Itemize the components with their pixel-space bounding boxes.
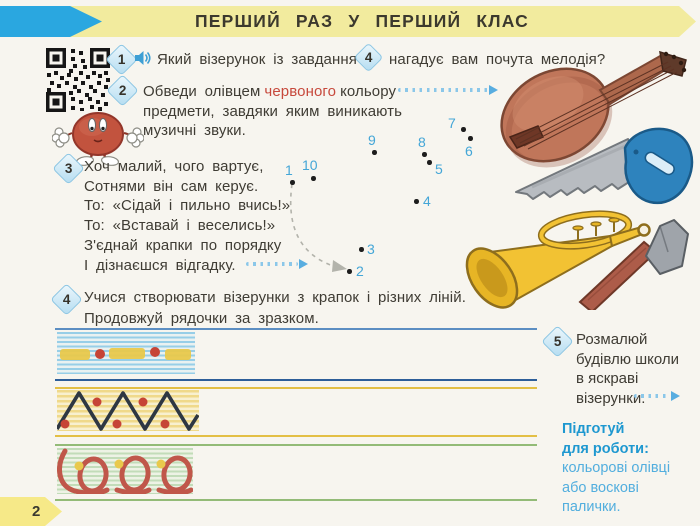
task-2-line-1-highlight: червоного: [264, 83, 337, 100]
task-4-reference-badge: 4: [353, 42, 384, 73]
pattern-row-3[interactable]: [55, 444, 537, 501]
puzzle-dot-label: 3: [367, 241, 375, 257]
instruments-illustration: [465, 50, 694, 310]
puzzle-dot-label: 7: [448, 115, 456, 131]
task-2-dotted-leader: [398, 84, 498, 96]
leader-arrow-icon: [671, 391, 680, 401]
task-1-number: 1: [117, 51, 126, 67]
puzzle-dot-label: 1: [285, 162, 293, 178]
puzzle-dot-label: 9: [368, 132, 376, 148]
puzzle-dot-label: 2: [356, 263, 364, 279]
puzzle-dot-label: 8: [418, 134, 426, 150]
puzzle-dot[interactable]: [468, 136, 473, 141]
page-title: ПЕРШИЙ РАЗ У ПЕРШИЙ КЛАС: [195, 11, 529, 31]
task-3-line-2: Сотнями він сам керує.: [84, 177, 259, 195]
speaker-icon: [135, 51, 151, 65]
hand-saw-illustration: [515, 127, 694, 205]
task-3-dotted-leader: [246, 258, 308, 270]
mascot-character: [52, 112, 144, 166]
task-3-line-3: То: «Сідай і пильно вчись!»: [84, 197, 291, 215]
prepare-heading-line-2: для роботи:: [562, 440, 649, 457]
task-2-line-1-before: Обведи олівцем: [143, 83, 261, 100]
task-5-number-badge: 5: [541, 325, 574, 358]
task-2-number: 2: [118, 82, 127, 98]
pattern-3-motif: [57, 448, 193, 494]
hammer-illustration: [578, 219, 689, 310]
puzzle-dot-label: 10: [302, 157, 318, 173]
task-5-line-4: візерунки.: [576, 389, 646, 407]
task-4-number: 4: [62, 291, 71, 307]
puzzle-dot[interactable]: [359, 247, 364, 252]
puzzle-dot[interactable]: [372, 150, 377, 155]
task-4-number-badge: 4: [50, 283, 83, 316]
puzzle-dot[interactable]: [414, 199, 419, 204]
leader-arrow-icon: [299, 259, 308, 269]
task-5-text: Розмалюй будівлю школи в яскраві візерун…: [576, 330, 679, 408]
leader-dots: [398, 88, 488, 92]
task-2-line-1-after: кольору: [340, 83, 397, 100]
qr-code-icon: [45, 47, 111, 113]
task-5-line-3: в яскраві: [576, 370, 639, 387]
leader-dots: [246, 262, 298, 266]
task-4-reference-number: 4: [364, 49, 373, 65]
puzzle-dot[interactable]: [290, 180, 295, 185]
prepare-body-line-1: кольорові олівці: [562, 460, 671, 476]
task-2-line-3: музичні звуки.: [143, 122, 246, 140]
puzzle-dot[interactable]: [422, 152, 427, 157]
task-2-line-2: предмети, завдяки яким виникають: [143, 102, 403, 120]
connect-dots-guide-line: [289, 183, 347, 272]
pattern-row-1[interactable]: [55, 328, 537, 381]
title-banner: ПЕРШИЙ РАЗ У ПЕРШИЙ КЛАС: [58, 6, 696, 37]
task-5-number: 5: [553, 333, 562, 349]
task-3-line-1: Хоч малий, чого вартує,: [84, 158, 264, 175]
trumpet-illustration: [465, 210, 651, 309]
page-number-tab: 2: [0, 497, 62, 526]
pattern-row-2[interactable]: [55, 387, 537, 437]
puzzle-dot-label: 6: [465, 143, 473, 159]
task-5-line-1: Розмалюй: [576, 331, 648, 348]
puzzle-dot[interactable]: [427, 160, 432, 165]
task-3-text: Хоч малий, чого вартує, Сотнями він сам …: [84, 157, 314, 275]
prepare-body-line-3: палички.: [562, 499, 621, 515]
task-1-text-before: Який візерунок із завдання: [157, 51, 357, 68]
leader-dots: [634, 394, 670, 398]
puzzle-dot[interactable]: [461, 127, 466, 132]
prepare-body-line-2: або воскові: [562, 479, 639, 496]
task-3-number: 3: [64, 160, 73, 176]
page-number: 2: [32, 503, 41, 520]
task-3-line-4: То: «Вставай і веселись!»: [84, 217, 276, 235]
lute-illustration: [500, 50, 687, 168]
task-4-text: Учися створювати візерунки з крапок і рі…: [84, 287, 564, 329]
puzzle-dot-label: 5: [435, 161, 443, 177]
task-5-line-2: будівлю школи: [576, 350, 680, 368]
leader-arrow-icon: [489, 85, 498, 95]
task-4-line-2: Продовжуй рядочки за зразком.: [84, 310, 319, 327]
task-5-dotted-leader: [634, 390, 680, 402]
task-4-line-1: Учися створювати візерунки з крапок і рі…: [84, 289, 466, 306]
puzzle-dot[interactable]: [347, 269, 352, 274]
task-3-line-6: І дізнаєшся відгадку.: [84, 256, 236, 274]
task-3-line-5: З'єднай крапки по порядку: [84, 236, 282, 254]
puzzle-dot-label: 4: [423, 193, 431, 209]
prepare-note: Підготуй для роботи: кольорові олівці аб…: [562, 420, 670, 518]
pattern-2-motif: [57, 391, 199, 431]
puzzle-dot[interactable]: [311, 176, 316, 181]
prepare-heading-line-1: Підготуй: [562, 421, 625, 437]
task-1-text-after: нагадує вам почута мелодія?: [389, 51, 606, 68]
pattern-1-motif: [60, 347, 191, 360]
